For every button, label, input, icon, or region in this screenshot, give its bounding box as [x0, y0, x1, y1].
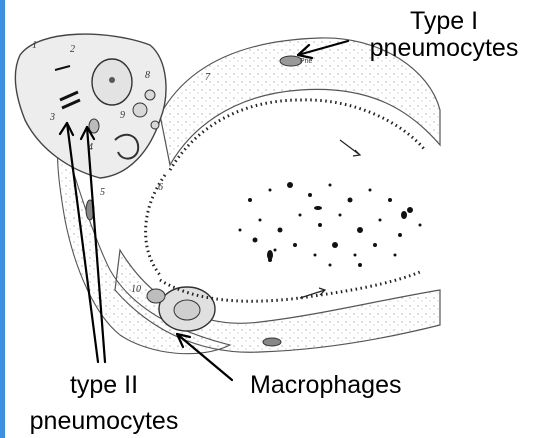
svg-text:9: 9 — [120, 110, 125, 121]
nucleolus — [109, 77, 115, 83]
type-ii-label: type II pneumocytes — [4, 372, 204, 435]
svg-text:2: 2 — [70, 44, 75, 55]
svg-text:6: 6 — [158, 182, 163, 193]
svg-text:5: 5 — [100, 187, 105, 198]
type-i-label-line1: Type I — [344, 8, 544, 35]
lamellar-body — [151, 121, 159, 129]
type-i-label: Type I pneumocytes — [344, 8, 544, 62]
macrophages-label: Macrophages — [250, 372, 401, 399]
macrophage-secondary — [147, 289, 165, 303]
surfactant-particles — [239, 182, 422, 267]
svg-text:10: 10 — [131, 284, 141, 295]
pne-label: Pne — [300, 58, 313, 65]
type-ii-label-line2: pneumocytes — [4, 408, 204, 435]
svg-text:8: 8 — [145, 70, 150, 81]
endothelial-nucleus — [263, 338, 281, 346]
svg-text:1: 1 — [32, 40, 37, 51]
type-ii-label-line1: type II — [4, 372, 204, 399]
lamellar-body — [133, 103, 147, 117]
svg-text:3: 3 — [49, 112, 55, 123]
flow-arrows — [300, 140, 360, 298]
type-i-cell-nucleus — [280, 56, 302, 66]
type-i-label-line2: pneumocytes — [344, 35, 544, 62]
macrophage-nucleus — [174, 300, 200, 320]
lamellar-body — [145, 90, 155, 100]
